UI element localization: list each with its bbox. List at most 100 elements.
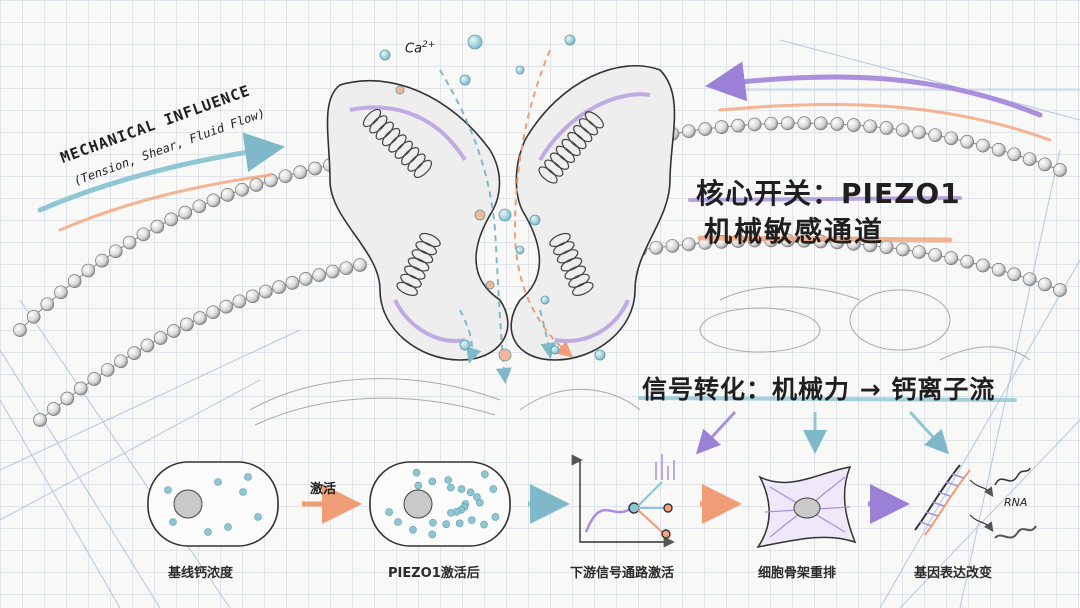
lipid-head xyxy=(258,284,273,299)
calcium-dot xyxy=(412,468,421,477)
lipid-head xyxy=(114,354,128,369)
headline-highlights xyxy=(638,196,1017,402)
lipid-head xyxy=(649,240,664,255)
lipid-head xyxy=(1038,277,1052,292)
calcium-ion xyxy=(550,345,560,355)
calcium-ion xyxy=(515,65,525,75)
calcium-ion xyxy=(474,209,486,221)
signal-arrows xyxy=(695,410,950,455)
calcium-ion xyxy=(529,214,541,226)
calcium-dot xyxy=(466,488,475,497)
calcium-ion xyxy=(395,85,405,95)
step-signaling-graph xyxy=(579,454,675,548)
lipid-head xyxy=(13,323,27,337)
lipid-head xyxy=(895,242,910,257)
lipid-head xyxy=(928,128,943,143)
lipid-head xyxy=(846,118,861,132)
calcium-ion xyxy=(498,208,512,222)
piezo1-channel xyxy=(326,65,676,361)
calcium-dot xyxy=(444,476,453,484)
calcium-dot xyxy=(169,518,177,526)
signal-transduction-line: 信号转化：机械力 → 钙离子流 xyxy=(642,375,996,404)
calcium-dot xyxy=(489,485,498,493)
lipid-head xyxy=(991,262,1006,277)
lipid-head xyxy=(178,205,193,220)
lipid-head xyxy=(976,138,990,153)
lipid-head xyxy=(976,258,990,273)
lipid-head xyxy=(298,272,313,286)
lipid-head xyxy=(863,119,878,134)
calcium-dot xyxy=(409,525,417,534)
lipid-head xyxy=(67,274,82,288)
calcium-dot xyxy=(164,486,172,494)
lipid-head xyxy=(95,253,109,268)
step-label-signaling: 下游信号通路激活 xyxy=(570,566,675,581)
lipid-head xyxy=(1038,157,1052,172)
calcium-dot xyxy=(414,481,423,490)
calcium-ion xyxy=(379,49,391,61)
lipid-head xyxy=(193,311,207,325)
calcium-dot xyxy=(385,508,393,516)
lipid-head xyxy=(136,227,151,242)
lipid-head xyxy=(293,165,308,180)
calcium-ion xyxy=(515,245,525,255)
lipid-head xyxy=(100,363,115,377)
calcium-ion xyxy=(540,295,550,305)
lipid-head xyxy=(278,169,293,184)
ion-charge: 2+ xyxy=(422,40,436,50)
membrane-left xyxy=(13,158,367,427)
lipid-head xyxy=(308,161,322,176)
ion-base: Ca xyxy=(405,41,423,57)
lipid-head xyxy=(206,193,221,208)
lipid-head xyxy=(26,309,41,324)
lipid-head xyxy=(991,142,1006,157)
activation-label: 激活 xyxy=(310,482,337,497)
lipid-head xyxy=(166,324,181,338)
calcium-dot xyxy=(491,513,500,521)
calcium-dot xyxy=(481,470,489,479)
lipid-head xyxy=(164,212,179,227)
calcium-dot xyxy=(429,518,437,527)
lipid-head xyxy=(665,239,680,253)
lipid-head xyxy=(912,125,926,140)
calcium-dot xyxy=(254,513,262,521)
lipid-head xyxy=(879,121,894,135)
calcium-dot xyxy=(447,509,455,517)
calcium-ion xyxy=(564,34,576,46)
organelle-sketches xyxy=(249,286,1031,426)
lipid-head xyxy=(180,317,194,332)
lipid-head xyxy=(813,116,828,131)
calcium-dot xyxy=(428,477,437,486)
lipid-head xyxy=(81,263,96,278)
lipid-head xyxy=(1053,163,1067,177)
rna-label: RNA xyxy=(1004,496,1028,509)
lipid-head xyxy=(944,131,959,146)
calcium-ion xyxy=(467,34,483,50)
lipid-head xyxy=(830,117,845,131)
calcium-dot xyxy=(480,520,488,529)
lipid-head xyxy=(681,237,696,252)
calcium-dot xyxy=(394,518,402,526)
helix-coil xyxy=(538,111,604,184)
calcium-dot xyxy=(204,528,212,536)
lipid-head xyxy=(928,248,943,262)
lipid-head xyxy=(353,258,367,272)
lipid-head xyxy=(153,331,168,345)
lipid-head xyxy=(122,235,137,250)
lipid-head xyxy=(325,264,340,279)
lipid-head xyxy=(1007,267,1022,282)
lipid-head xyxy=(40,297,55,312)
lipid-head xyxy=(73,381,88,396)
calcium-dot xyxy=(428,530,436,539)
lipid-head xyxy=(731,118,746,133)
lipid-heads-left xyxy=(13,158,367,427)
step-label-gene-expression: 基因表达改变 xyxy=(914,566,993,581)
lipid-head xyxy=(1053,283,1067,297)
lipid-head xyxy=(235,182,249,197)
lipid-head xyxy=(714,120,729,134)
lipid-head xyxy=(219,299,234,314)
calcium-dot xyxy=(244,473,252,481)
helix-coil xyxy=(549,232,594,297)
lipid-head xyxy=(46,402,61,416)
lipid-head xyxy=(960,134,975,149)
